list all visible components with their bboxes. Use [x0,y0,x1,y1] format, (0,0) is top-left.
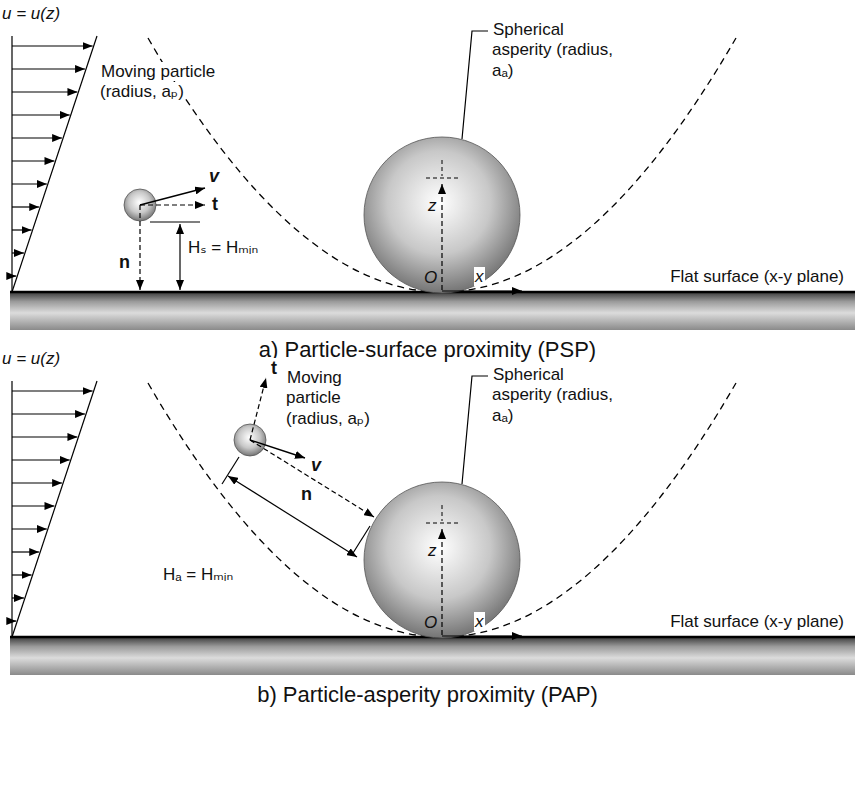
origin-label: O [424,613,437,633]
label-text: u = u(z) [2,349,60,368]
vector-label: n [300,484,313,506]
panel-b-base [10,376,855,675]
label-text: z [428,541,437,560]
label-text: u = u(z) [2,4,60,23]
label-text: Moving particle (radius, aₚ) [100,62,215,101]
profile-label: u = u(z) [2,4,60,24]
label-text: n [300,484,313,504]
vector-label: t [270,358,278,380]
particle-label: Moving particle (radius, aₚ) [286,368,374,429]
surface-label: Flat surface (x-y plane) [669,612,845,632]
vector-label: n [118,252,131,274]
label-text: Hₛ = Hₘᵢₙ [187,238,259,257]
label-text: Spherical asperity (radius, aₐ) [492,365,613,425]
label-text: Hₐ = Hₘᵢₙ [162,565,234,584]
origin-label: O [424,268,437,288]
label-text: Moving particle (radius, aₚ) [286,368,371,428]
surface-label: Flat surface (x-y plane) [669,267,845,287]
label-text: x [474,612,485,631]
profile-label: u = u(z) [2,349,60,369]
vector-label: v [310,455,322,477]
axis-label: x [474,612,485,632]
axis-label: x [474,267,485,287]
asperity-label: Spherical asperity (radius, aₐ) [492,365,617,426]
label-text: t [211,194,219,214]
panel-caption: b) Particle-asperity proximity (PAP) [0,682,855,708]
label-text: v [310,455,322,475]
label-text: Flat surface (x-y plane) [669,612,845,631]
panel-a-base [10,31,855,330]
gap-label: Hₐ = Hₘᵢₙ [162,565,234,585]
axis-label: z [428,196,437,216]
panel-caption: a) Particle-surface proximity (PSP) [0,337,855,363]
label-text: b) Particle-asperity proximity (PAP) [257,682,598,707]
label-text: O [424,613,437,632]
particle-label: Moving particle (radius, aₚ) [100,62,218,103]
label-text: a) Particle-surface proximity (PSP) [259,337,596,362]
vector-label: v [208,166,220,188]
label-text: Flat surface (x-y plane) [669,267,845,286]
vector-label: t [211,194,219,216]
gap-label: Hₛ = Hₘᵢₙ [187,238,259,258]
label-text: O [424,268,437,287]
label-text: x [474,267,485,286]
label-text: Spherical asperity (radius, aₐ) [492,20,613,80]
label-text: z [428,196,437,215]
label-text: n [118,252,131,272]
axis-label: z [428,541,437,561]
label-text: t [270,358,278,378]
label-text: v [208,166,220,186]
asperity-label: Spherical asperity (radius, aₐ) [492,20,617,81]
